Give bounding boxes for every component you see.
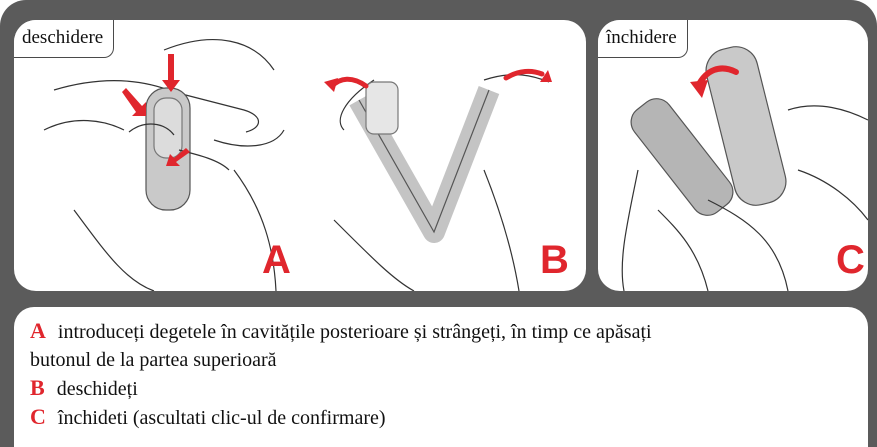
legend-text-c: închideti (ascultati clic-ul de confirma… [58, 407, 386, 429]
legend-key-c: C [30, 404, 46, 429]
legend-key-b: B [30, 375, 45, 400]
closing-illustration [598, 20, 868, 291]
step-a-drawing [44, 40, 284, 291]
legend-text-b: deschideți [57, 378, 138, 400]
legend-item-a-cont: butonul de la partea superioară [30, 346, 856, 374]
step-c-drawing [622, 42, 868, 291]
legend-text-a-line1: introduceți degetele în cavitățile poste… [58, 321, 652, 343]
step-b-drawing [334, 75, 549, 291]
step-b-arrows [332, 71, 542, 86]
opening-tab-label: deschidere [14, 20, 114, 58]
closing-panel: închidere C [598, 20, 868, 291]
opening-illustration [14, 20, 586, 291]
opening-panel: deschidere A B [14, 20, 586, 291]
legend-text-a-line2: butonul de la partea superioară [30, 349, 277, 371]
step-b-letter: B [540, 238, 569, 283]
step-a-letter: A [262, 238, 291, 283]
closing-tab-label: închidere [598, 20, 688, 58]
step-c-letter: C [836, 238, 865, 283]
legend-key-a: A [30, 318, 46, 343]
